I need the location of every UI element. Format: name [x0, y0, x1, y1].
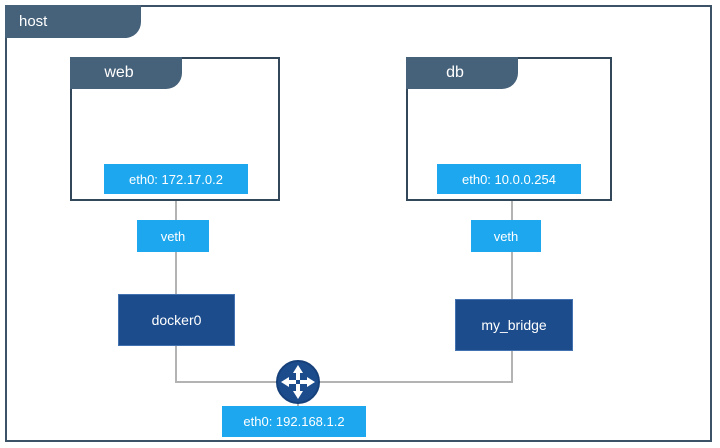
connector-db-to-veth [511, 201, 513, 220]
interface-db-eth0[interactable]: eth0: 10.0.0.254 [437, 164, 581, 194]
connector-veth-to-docker0 [175, 252, 177, 294]
connector-web-to-veth [175, 201, 177, 220]
container-web-label: web [104, 64, 134, 81]
container-web-title: web [70, 57, 182, 89]
host-label: host [19, 13, 48, 30]
host-title: host [5, 5, 141, 38]
connector-docker0-to-router [175, 381, 290, 383]
veth-db[interactable]: veth [471, 220, 541, 252]
container-db-label: db [446, 64, 464, 81]
connector-veth-to-mybridge [511, 252, 513, 299]
router-icon[interactable] [276, 360, 320, 404]
connector-mybridge-to-router [306, 381, 513, 383]
container-db-title: db [406, 57, 518, 89]
interface-host-eth0[interactable]: eth0: 192.168.1.2 [222, 406, 366, 437]
bridge-my-bridge[interactable]: my_bridge [455, 299, 573, 351]
interface-web-eth0[interactable]: eth0: 172.17.0.2 [104, 164, 248, 194]
connector-docker0-down [175, 346, 177, 382]
bridge-docker0[interactable]: docker0 [118, 294, 235, 346]
connector-mybridge-down [511, 351, 513, 382]
veth-web[interactable]: veth [137, 220, 209, 252]
